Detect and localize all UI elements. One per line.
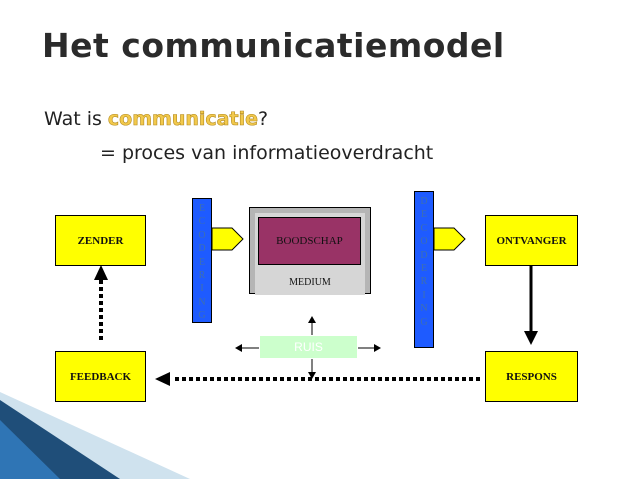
decodering-letter: D: [420, 196, 428, 207]
decodering-letter: E: [420, 263, 428, 275]
ontvanger-respons-arrowhead: [524, 331, 538, 345]
question-suffix: ?: [257, 108, 269, 130]
decodering-letter: O: [420, 236, 428, 248]
codering-letter: N: [198, 296, 206, 308]
decodering-letter: C: [420, 222, 428, 234]
codering-arrow: [211, 227, 244, 251]
slide-title: Het communicatiemodel: [42, 26, 505, 65]
respons-label: RESPONS: [506, 370, 557, 383]
ontvanger-label: ONTVANGER: [496, 234, 567, 247]
codering-letter: O: [198, 229, 206, 241]
ruis-box: RUIS: [260, 336, 357, 358]
codering-letter: C: [198, 216, 206, 228]
decodering-letter: D: [420, 249, 428, 261]
codering-letter: G: [198, 310, 206, 322]
zender-label: ZENDER: [77, 234, 124, 247]
decodering-letter: I: [422, 289, 426, 301]
decodering-letter: G: [420, 316, 428, 328]
codering-bar: E C O D E R I N G: [192, 198, 212, 323]
codering-letter: E: [198, 203, 206, 214]
feedback-box: FEEDBACK: [55, 351, 146, 402]
question-accent: communicatie: [107, 108, 259, 131]
codering-letter: I: [200, 283, 204, 295]
decodering-letter: N: [420, 303, 428, 315]
decodering-letter: R: [420, 276, 428, 288]
feedback-zender-arrowhead: [94, 265, 108, 280]
decodering-letter: E: [420, 209, 428, 221]
decodering-arrow: [433, 227, 466, 251]
decodering-bar: D E C O D E R I N G: [414, 191, 434, 348]
question-line: Wat is communicatie?: [44, 108, 269, 131]
ruis-label: RUIS: [294, 340, 323, 354]
respons-feedback-arrowhead: [155, 372, 170, 386]
codering-letter: E: [198, 256, 206, 268]
boodschap-label: BOODSCHAP: [276, 235, 343, 247]
feedback-label: FEEDBACK: [69, 370, 132, 383]
boodschap-box: BOODSCHAP: [258, 217, 361, 265]
codering-letter: R: [198, 270, 206, 282]
respons-box: RESPONS: [485, 351, 578, 402]
definition-line: = proces van informatieoverdracht: [100, 142, 434, 164]
zender-box: ZENDER: [55, 215, 146, 266]
ontvanger-box: ONTVANGER: [485, 215, 578, 266]
medium-label: MEDIUM: [289, 277, 331, 288]
question-prefix: Wat is: [44, 108, 108, 130]
corner-decoration-mid: [0, 420, 60, 479]
codering-letter: D: [198, 243, 206, 255]
